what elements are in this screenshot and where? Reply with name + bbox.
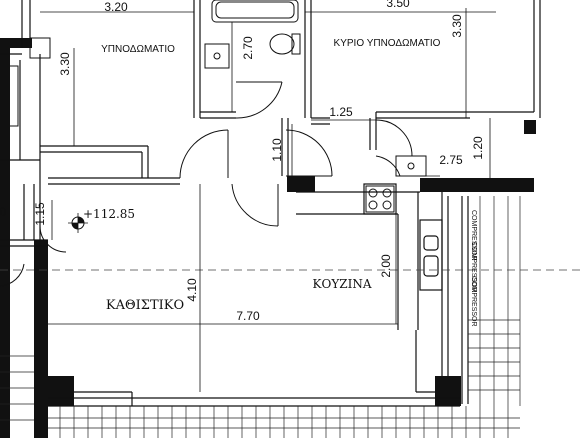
dim-hall-width: 1.25 <box>329 105 353 119</box>
room-label-living: ΚΑΘΙΣΤΙΚΟ <box>106 298 184 313</box>
dim-bedroom-left-depth: 3.30 <box>58 52 72 76</box>
dim-left-cut: 0 <box>0 205 7 219</box>
compressor-label-1: COMPRESSOR <box>470 210 477 261</box>
dim-master-depth: 3.30 <box>450 14 464 38</box>
dim-utility-width: 2.75 <box>439 153 463 167</box>
bathroom-fixtures <box>0 0 427 177</box>
room-label-bedroom: ΥΠΝΟΔΩΜΑΤΙΟ <box>101 44 175 55</box>
dim-top-left-width: 3.20 <box>104 0 128 14</box>
dim-kitchen-depth: 2.00 <box>379 254 393 278</box>
dimension-lines <box>40 8 496 392</box>
cooktop <box>365 185 395 213</box>
dim-bath-depth: 2.70 <box>241 36 255 60</box>
dim-living-width: 7.70 <box>236 309 260 323</box>
room-label-master-bedroom: ΚΥΡΙΟ ΥΠΝΟΔΩΜΑΤΙΟ <box>334 38 441 49</box>
dim-top-right-width: 3.50 <box>386 0 410 10</box>
dim-corridor: 1.10 <box>270 138 284 162</box>
compressor-label-3: COMPRESSOR <box>470 276 477 327</box>
dim-living-depth: 4.10 <box>185 278 199 302</box>
level-mark-label: +112.85 <box>83 207 135 221</box>
level-mark <box>68 213 88 233</box>
dim-stair-wall: 1.20 <box>471 136 485 160</box>
dim-entry: 1.15 <box>33 202 47 226</box>
structural-walls <box>0 38 536 438</box>
compressor-label-2: COMPRESSOR <box>470 242 477 293</box>
room-label-kitchen: ΚΟΥΖΙΝΑ <box>313 277 372 291</box>
balcony-tiling <box>0 196 521 438</box>
wall-lines <box>0 0 541 407</box>
door-swings <box>0 81 413 287</box>
